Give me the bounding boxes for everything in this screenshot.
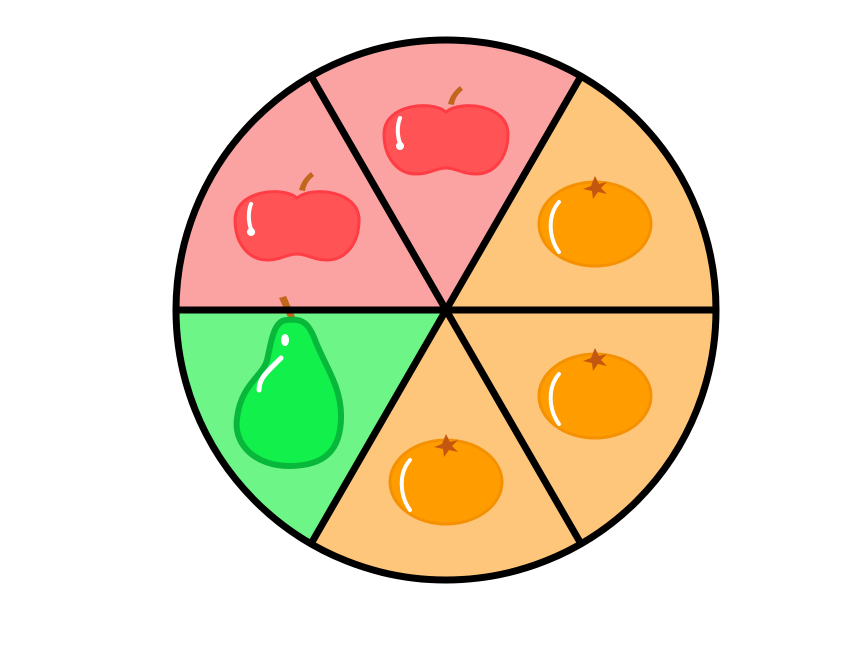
section-divider <box>307 74 450 312</box>
spinner-section-apple <box>311 39 581 310</box>
spinner-outer-ring <box>172 36 720 584</box>
section-divider <box>442 74 585 312</box>
section-divider <box>307 308 450 546</box>
section-divider <box>442 308 585 546</box>
